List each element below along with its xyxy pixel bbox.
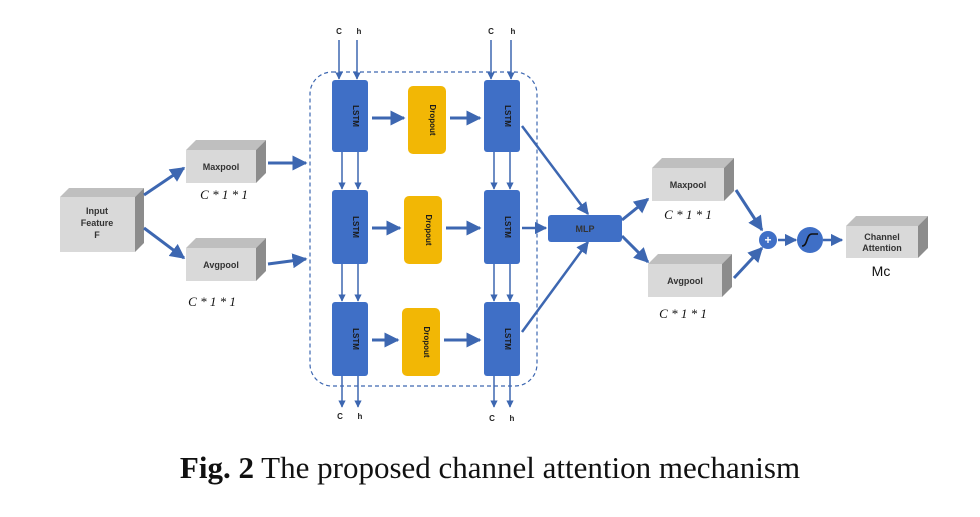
top-left-h-label: h [357, 27, 362, 36]
lstm-right-3: LSTM [484, 302, 520, 376]
arrow-avgpool-to-plus [732, 246, 764, 280]
lstm-left-3-label: LSTM [351, 328, 360, 350]
dropout-3-label: Dropout [422, 326, 431, 357]
right-maxpool-label: Maxpool [670, 180, 707, 190]
dropout-1: Dropout [408, 86, 446, 154]
caption-text: The proposed channel attention mechanism [253, 450, 801, 485]
left-maxpool-box: Maxpool [186, 140, 266, 183]
top-left-c-label: C [336, 27, 342, 36]
left-maxpool-label: Maxpool [203, 162, 240, 172]
right-maxpool-dim: C * 1 * 1 [664, 207, 712, 222]
sigmoid-icon [797, 227, 823, 253]
arrow-maxpool-to-plus [734, 189, 764, 232]
arrow-mlp-to-maxpool [621, 197, 650, 222]
lstm-left-3: LSTM [332, 302, 368, 376]
dropout-2-label: Dropout [424, 214, 433, 245]
right-avgpool-box: Avgpool [648, 254, 732, 297]
caption-prefix: Fig. 2 [179, 450, 254, 485]
dropout-2: Dropout [404, 196, 442, 264]
lstm-left-2: LSTM [332, 190, 368, 264]
input-feature-label-1: Input [86, 206, 108, 216]
channel-attention-box: Channel Attention [846, 216, 928, 258]
left-maxpool-dim: C * 1 * 1 [200, 187, 248, 202]
lstm-right-2: LSTM [484, 190, 520, 264]
bottom-left-h-label: h [358, 412, 363, 421]
bottom-right-h-label: h [510, 414, 515, 423]
arrow-input-to-avgpool [143, 226, 186, 260]
left-avgpool-dim: C * 1 * 1 [188, 294, 236, 309]
input-feature-box: Input Feature F [60, 188, 144, 252]
left-avgpool-box: Avgpool [186, 238, 266, 281]
plus-symbol: + [764, 233, 771, 247]
arrow-input-to-maxpool [143, 166, 186, 197]
figure-caption: Fig. 2 The proposed channel attention me… [0, 450, 980, 486]
lstm-left-1-label: LSTM [351, 105, 360, 127]
lstm-right-1-label: LSTM [503, 105, 512, 127]
arrow-avgpool-to-lstm [267, 253, 308, 269]
left-avgpool-label: Avgpool [203, 260, 239, 270]
arrow-mlp-to-avgpool [620, 234, 650, 264]
bottom-left-c-label: C [337, 412, 343, 421]
arrow-lstm-r1-to-mlp [521, 125, 589, 215]
top-right-c-label: C [488, 27, 494, 36]
mc-label: Mc [872, 263, 891, 279]
lstm-left-2-label: LSTM [351, 216, 360, 238]
lstm-right-2-label: LSTM [503, 216, 512, 238]
right-avgpool-label: Avgpool [667, 276, 703, 286]
right-maxpool-box: Maxpool [652, 158, 734, 201]
channel-attention-label-2: Attention [862, 243, 902, 253]
arrow-lstm-r3-to-mlp [520, 240, 590, 333]
right-avgpool-dim: C * 1 * 1 [659, 306, 707, 321]
lstm-right-3-label: LSTM [503, 328, 512, 350]
bottom-right-c-label: C [489, 414, 495, 423]
dropout-1-label: Dropout [428, 104, 437, 135]
input-feature-label-2: Feature [81, 218, 114, 228]
input-feature-label-3: F [94, 230, 100, 240]
lstm-right-1: LSTM [484, 80, 520, 152]
mlp-block: MLP [548, 215, 622, 242]
lstm-left-1: LSTM [332, 80, 368, 152]
channel-attention-label-1: Channel [864, 232, 900, 242]
top-right-h-label: h [511, 27, 516, 36]
dropout-3: Dropout [402, 308, 440, 376]
add-operation: + [759, 231, 777, 249]
mlp-label: MLP [576, 224, 595, 234]
